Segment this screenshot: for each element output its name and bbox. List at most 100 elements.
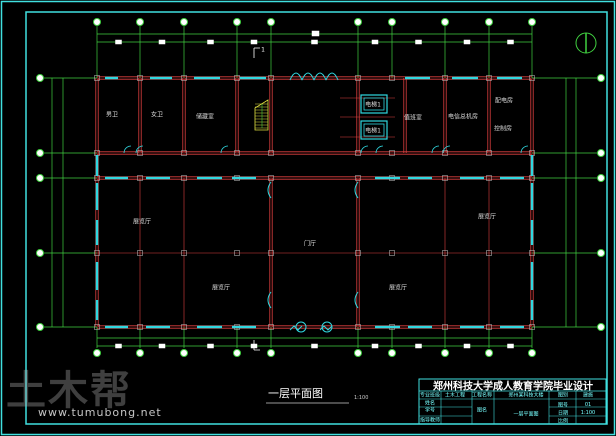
door [267, 181, 272, 199]
tb-cell: 学号 [424, 407, 436, 414]
elevator-car [363, 97, 385, 111]
axis-bubble [36, 323, 44, 331]
plan-title: 一层平面图 [268, 387, 323, 400]
column [268, 75, 274, 81]
column [442, 150, 448, 156]
door [375, 145, 384, 154]
axis-bubble [485, 349, 493, 357]
column [486, 75, 492, 81]
column [442, 75, 448, 81]
axis-bubble [180, 18, 188, 26]
revolving-door [321, 321, 333, 333]
revolving-door [295, 321, 307, 333]
tb-cell: 指导教师 [419, 417, 441, 424]
column [355, 250, 361, 256]
dimension-text [311, 39, 318, 45]
tb-cell: 日期 [557, 410, 569, 417]
column [137, 324, 143, 330]
column [268, 250, 274, 256]
tb-cell: 郑州某科技大楼 [508, 392, 544, 399]
axis-bubble [93, 18, 101, 26]
dimension-text [371, 39, 379, 45]
room-label: 电梯1 [365, 127, 381, 135]
door [520, 145, 529, 154]
tb-cell: 姓名 [424, 400, 436, 407]
door [123, 145, 132, 154]
axis-bubble [354, 349, 362, 357]
axis-bubble [36, 149, 44, 157]
section-mark-icon [253, 47, 260, 58]
dimension-text [158, 39, 166, 45]
column [94, 75, 100, 81]
stair [254, 99, 269, 131]
axis-bubble [388, 349, 396, 357]
axis-bubble [233, 18, 241, 26]
dimension-text [507, 39, 514, 45]
column [181, 75, 187, 81]
column [234, 250, 240, 256]
column [234, 150, 240, 156]
column [137, 175, 143, 181]
room-label: 展览厅 [211, 284, 231, 292]
title-block [418, 378, 607, 425]
room-label: 配电房 [494, 97, 514, 105]
dimension-text [311, 30, 320, 37]
dimension-text [415, 343, 422, 349]
room-label: 女卫 [150, 111, 164, 119]
door [354, 181, 359, 199]
dimension-text [507, 343, 514, 349]
column [389, 250, 395, 256]
axis-bubble [485, 18, 493, 26]
tb-cell: 图名 [476, 407, 488, 414]
axis-bubble [597, 149, 605, 157]
axis-bubble [441, 18, 449, 26]
axis-bubble [233, 349, 241, 357]
door [442, 145, 451, 154]
door [431, 145, 440, 154]
column [529, 75, 535, 81]
axis-bubble [36, 174, 44, 182]
column [486, 150, 492, 156]
axis-bubble [93, 349, 101, 357]
column [94, 250, 100, 256]
room-label: 展览厅 [132, 218, 152, 226]
room-label: 展览厅 [477, 213, 497, 221]
door [354, 291, 359, 309]
column [389, 75, 395, 81]
tb-cell: 专业班级 [419, 392, 441, 399]
tb-cell: 比例 [557, 418, 569, 425]
axis-bubble [354, 18, 362, 26]
column [94, 324, 100, 330]
column [442, 250, 448, 256]
room-label: 展览厅 [388, 284, 408, 292]
dimension-text [158, 343, 166, 349]
dimension-text [311, 343, 318, 349]
room-label: 储藏室 [195, 113, 215, 121]
column [389, 150, 395, 156]
axis-bubble [388, 18, 396, 26]
door [220, 145, 229, 154]
section-mark: 1 [261, 46, 265, 54]
axis-bubble [267, 349, 275, 357]
column [355, 75, 361, 81]
column [529, 250, 535, 256]
column [181, 324, 187, 330]
title-block-title: 郑州科技大学成人教育学院毕业设计 [433, 381, 593, 393]
axis-bubble [597, 323, 605, 331]
tb-cell: 建施 [582, 392, 594, 399]
door [267, 291, 272, 309]
column [137, 250, 143, 256]
room-label: 门厅 [303, 240, 317, 248]
dimension-text [115, 343, 122, 349]
column [181, 250, 187, 256]
dimension-text [371, 343, 379, 349]
axis-bubble [136, 349, 144, 357]
room-label: 男卫 [105, 111, 119, 119]
tb-cell: 01 [584, 402, 592, 408]
column [234, 75, 240, 81]
tb-cell: 工程名称 [471, 392, 493, 399]
axis-bubble [441, 349, 449, 357]
room-label: 电信总机房 [447, 113, 479, 121]
